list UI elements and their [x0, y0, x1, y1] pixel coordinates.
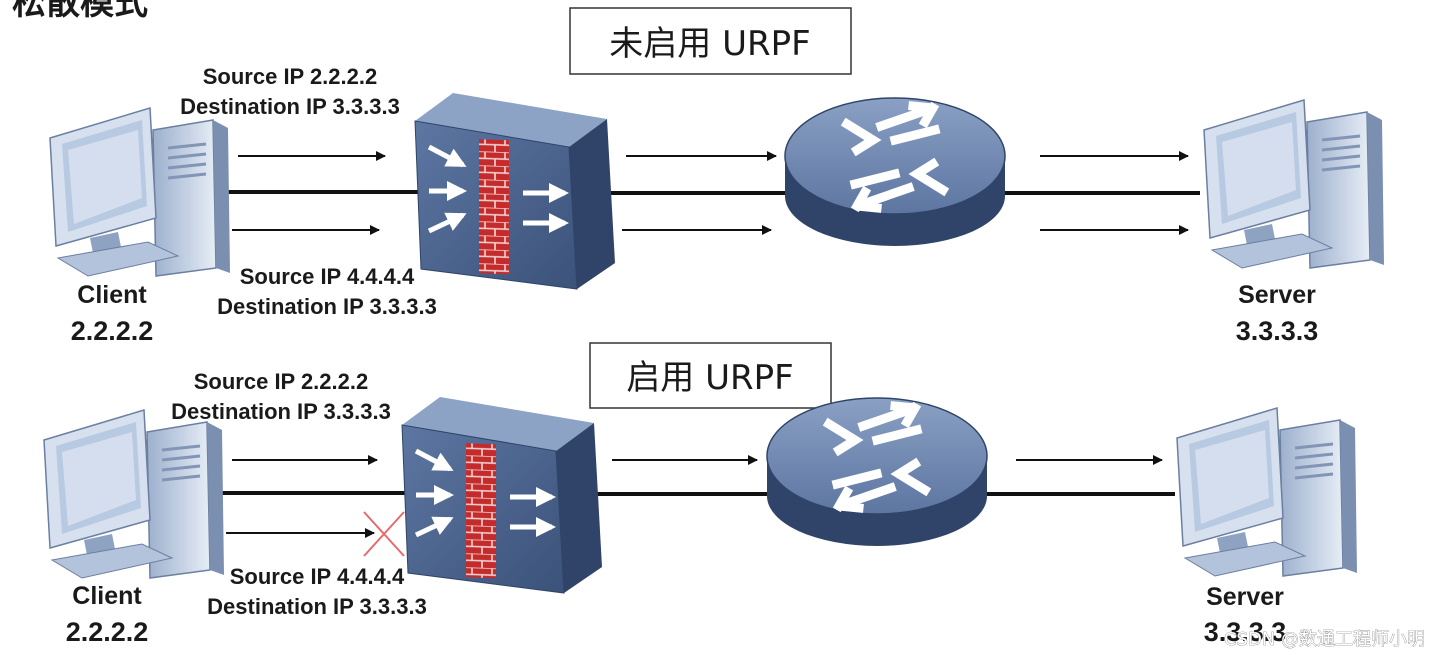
watermark: CSDN @数通工程师小明	[1224, 629, 1425, 650]
server-name: Server	[1206, 583, 1284, 611]
scenario-top: 未启用 URPF Source IP 2.2.2.2 Destination I…	[48, 7, 1386, 346]
title-top: 未启用 URPF	[609, 24, 810, 64]
red-x-icon	[363, 511, 405, 557]
flow-label-source: Source IP 4.4.4.4	[230, 564, 405, 589]
router-icon	[767, 398, 987, 546]
flow-label-destination: Destination IP 3.3.3.3	[171, 399, 391, 424]
server-pc-icon	[1175, 406, 1359, 578]
server-ip: 3.3.3.3	[1204, 617, 1287, 647]
title-box-bottom	[589, 342, 832, 409]
client-name: Client	[77, 281, 147, 309]
client-ip: 2.2.2.2	[71, 316, 154, 346]
client-ip: 2.2.2.2	[66, 617, 149, 647]
page-heading: - 松散模式	[0, 0, 148, 23]
client-pc-icon	[48, 106, 232, 278]
flow-label-source: Source IP 2.2.2.2	[203, 64, 377, 89]
firewall-icon	[415, 93, 615, 289]
client-pc-icon	[42, 408, 226, 580]
flow-label-destination: Destination IP 3.3.3.3	[207, 594, 427, 619]
server-ip: 3.3.3.3	[1236, 316, 1319, 346]
firewall-icon	[402, 397, 602, 593]
router-icon	[785, 98, 1005, 246]
flow-label-source: Source IP 2.2.2.2	[194, 369, 368, 394]
flow-label-destination: Destination IP 3.3.3.3	[180, 94, 400, 119]
flow-label-destination: Destination IP 3.3.3.3	[217, 294, 437, 319]
server-pc-icon	[1202, 98, 1386, 270]
server-name: Server	[1238, 281, 1316, 309]
scenario-bottom: 启用 URPF Source IP 2.2.2.2 Destination IP…	[42, 342, 1359, 647]
title-box-top	[569, 7, 852, 75]
flow-label-source: Source IP 4.4.4.4	[240, 264, 415, 289]
title-bottom: 启用 URPF	[626, 358, 793, 398]
client-name: Client	[72, 582, 142, 610]
